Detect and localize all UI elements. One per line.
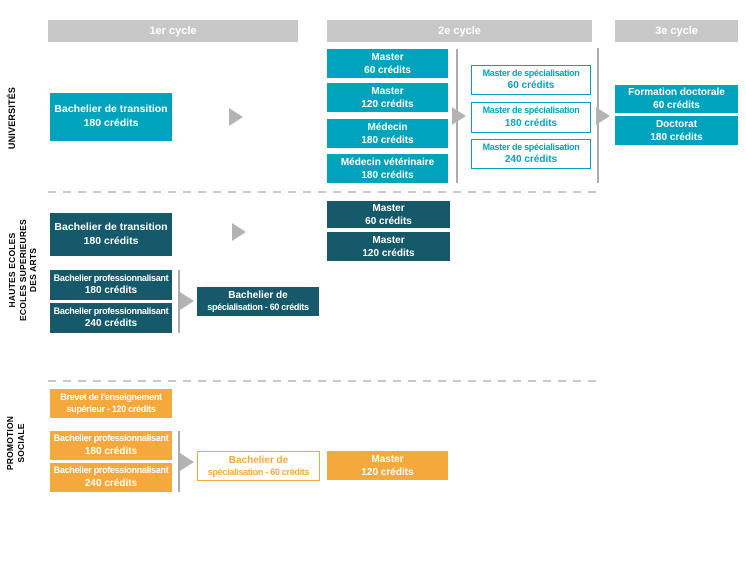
- arrow-right-icon: [180, 292, 194, 310]
- node-credits: 60 crédits: [507, 80, 555, 92]
- node-he-master-60: Master 60 crédits: [327, 201, 450, 228]
- node-univ-master-120: Master 120 crédits: [327, 83, 448, 112]
- node-label: Médecin vétérinaire: [340, 156, 435, 168]
- node-label: Bachelier de: [228, 290, 288, 302]
- node-label: Master de spécialisation: [482, 141, 580, 152]
- arrow-right-icon: [180, 453, 194, 471]
- arrow-right-icon: [232, 223, 246, 241]
- node-univ-master-specialisation-60: Master de spécialisation 60 crédits: [471, 65, 591, 95]
- section-label-line: HAUTES ECOLES: [7, 232, 18, 308]
- node-label: Bachelier professionnalisant: [53, 433, 169, 444]
- node-label: Bachelier professionnalisant: [53, 465, 169, 476]
- node-credits: 180 crédits: [361, 169, 414, 181]
- arrow-right-icon: [596, 107, 610, 125]
- node-credits: 180 crédits: [504, 117, 558, 129]
- node-label: Master: [371, 85, 404, 97]
- node-credits: 120 crédits: [361, 98, 414, 110]
- node-he-bachelier-pro-240: Bachelier professionnalisant 240 crédits: [50, 303, 172, 333]
- node-credits: 180 crédits: [650, 131, 703, 143]
- node-he-master-120: Master 120 crédits: [327, 232, 450, 261]
- section-label-universites: UNIVERSITÉS: [0, 58, 28, 178]
- node-label: Formation doctorale: [628, 87, 725, 98]
- arrow-right-icon: [452, 107, 466, 125]
- node-credits: 240 crédits: [504, 154, 558, 166]
- node-label: Master de spécialisation: [482, 105, 580, 116]
- node-ps-bachelier-pro-180: Bachelier professionnalisant 180 crédits: [50, 431, 172, 460]
- section-separator: [48, 191, 602, 193]
- node-univ-master-specialisation-240: Master de spécialisation 240 crédits: [471, 139, 591, 169]
- node-univ-bachelier-transition: Bachelier de transition 180 crédits: [50, 93, 172, 141]
- node-label: Médecin: [367, 121, 408, 133]
- node-he-bachelier-transition: Bachelier de transition 180 crédits: [50, 213, 172, 256]
- node-label: Master: [372, 234, 405, 246]
- node-label: Bachelier de transition: [54, 103, 168, 116]
- node-credits: 120 crédits: [361, 466, 414, 478]
- node-label: Master: [372, 202, 405, 214]
- node-label: Bachelier de transition: [54, 220, 168, 233]
- header-3e-cycle: 3e cycle: [615, 20, 738, 42]
- section-label-line: PROMOTION: [5, 415, 16, 471]
- node-credits: 240 crédits: [84, 477, 138, 489]
- section-label-line: DES ARTS: [28, 247, 39, 293]
- node-label: Doctorat: [655, 118, 698, 130]
- divider-line: [178, 431, 180, 492]
- node-credits: 180 crédits: [83, 234, 139, 247]
- section-label-promotion-sociale: PROMOTION SOCIALE: [2, 393, 30, 493]
- node-label: Brevet de l'enseignement: [60, 391, 162, 402]
- node-credits: 120 crédits: [362, 247, 415, 259]
- node-he-bachelier-pro-180: Bachelier professionnalisant 180 crédits: [50, 270, 172, 300]
- section-separator: [48, 380, 602, 382]
- section-label-line: UNIVERSITÉS: [7, 86, 18, 150]
- node-credits: 240 crédits: [84, 318, 138, 330]
- node-label: Master: [371, 51, 404, 63]
- node-label: Bachelier de: [228, 454, 289, 466]
- node-ps-bachelier-specialisation: Bachelier de spécialisation - 60 crédits: [197, 451, 320, 481]
- node-label: Master de spécialisation: [482, 67, 580, 78]
- node-credits: spécialisation - 60 crédits: [207, 466, 310, 477]
- header-2e-cycle: 2e cycle: [327, 20, 592, 42]
- node-credits: 180 crédits: [361, 134, 414, 146]
- node-univ-doctorat: Doctorat 180 crédits: [615, 116, 738, 145]
- section-label-hautes-ecoles: HAUTES ECOLES ECOLES SUPERIEURES DES ART…: [3, 195, 43, 345]
- node-univ-formation-doctorale: Formation doctorale 60 crédits: [615, 85, 738, 113]
- node-credits: 60 crédits: [365, 215, 412, 227]
- node-ps-bachelier-pro-240: Bachelier professionnalisant 240 crédits: [50, 463, 172, 492]
- node-credits: 180 crédits: [83, 117, 139, 129]
- section-label-line: ECOLES SUPERIEURES: [17, 219, 28, 321]
- node-ps-master-120: Master 120 crédits: [327, 451, 448, 480]
- node-credits: supérieur - 120 crédits: [66, 403, 156, 414]
- section-label-line: SOCIALE: [16, 423, 26, 463]
- node-credits: 60 crédits: [364, 64, 411, 76]
- node-label: Bachelier professionnalisant: [53, 305, 169, 316]
- node-credits: spécialisation - 60 crédits: [207, 302, 309, 313]
- node-ps-brevet: Brevet de l'enseignement supérieur - 120…: [50, 389, 172, 418]
- node-univ-medecin-veterinaire: Médecin vétérinaire 180 crédits: [327, 154, 448, 183]
- node-label: Bachelier professionnalisant: [53, 272, 169, 283]
- divider-line: [178, 270, 180, 333]
- node-credits: 180 crédits: [84, 285, 138, 297]
- node-he-bachelier-specialisation: Bachelier de spécialisation - 60 crédits: [197, 287, 319, 316]
- header-1er-cycle: 1er cycle: [48, 20, 298, 42]
- node-univ-medecin: Médecin 180 crédits: [327, 119, 448, 148]
- node-univ-master-60: Master 60 crédits: [327, 49, 448, 78]
- node-credits: 60 crédits: [653, 100, 700, 111]
- node-univ-master-specialisation-180: Master de spécialisation 180 crédits: [471, 102, 591, 133]
- arrow-right-icon: [229, 108, 243, 126]
- node-credits: 180 crédits: [84, 445, 138, 457]
- node-label: Master: [371, 453, 404, 465]
